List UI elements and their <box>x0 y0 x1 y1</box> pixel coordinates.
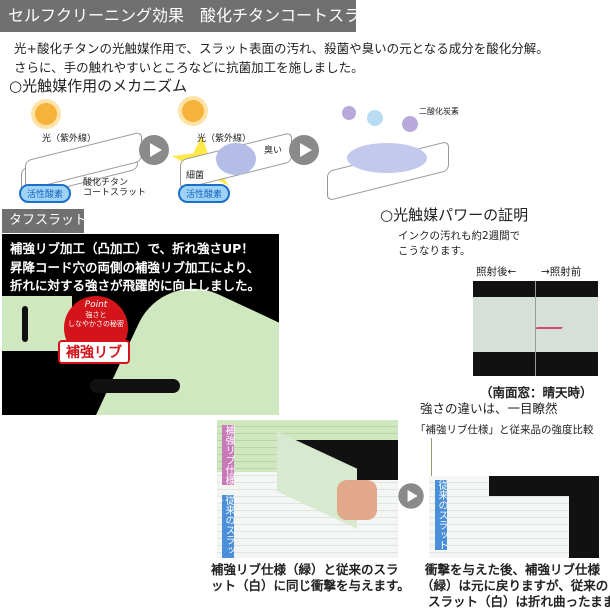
sun-icon <box>182 100 204 122</box>
compare-title: 強さの違いは、一目瞭然 <box>420 401 558 416</box>
ink-test-photo <box>473 281 598 376</box>
active-oxygen-badge: 活性酸素 <box>178 184 231 203</box>
oxygen-character <box>216 143 256 175</box>
point-sub-1: 強さと <box>85 311 107 319</box>
cord-line <box>431 438 432 476</box>
co2-label: 二酸化炭素 <box>419 107 459 116</box>
tough-line-2: 昇降コード穴の両側の補強リブ加工により、 <box>10 260 260 275</box>
mechanism-panel-3: 二酸化炭素 <box>322 98 462 204</box>
next-arrow-icon <box>398 483 424 509</box>
next-arrow-icon <box>139 135 169 165</box>
cord-hole <box>90 379 180 393</box>
mechanism-heading: ○光触媒作用のメカニズム <box>9 77 188 95</box>
mechanism-panel-2: 光（紫外線） 臭い 細菌 活性酸素 <box>172 98 297 204</box>
light-label: 光（紫外線） <box>42 134 97 144</box>
intro-line-1: 光+酸化チタンの光触媒作用で、スラット表面の汚れ、殺菌や臭いの元となる成分を酸化… <box>14 41 549 56</box>
rib-tag: 補強リブ仕様 <box>222 425 234 485</box>
before-label: →照射前 <box>541 266 582 278</box>
intro-line-2: さらに、手の触れやすいところなどに抗菌加工を施しました。 <box>14 60 364 75</box>
tough-line-1: 補強リブ加工（凸加工）で、折れ強さUP！ <box>10 241 254 256</box>
before-impact-photo: 補強リブ仕様 従来のスラット <box>212 420 398 558</box>
tough-line-3: 折れに対する強さが飛躍的に向上しました。 <box>10 278 261 293</box>
rib-label: 補強リブ <box>58 340 130 364</box>
proof-heading: ○光触媒パワーの証明 <box>380 206 529 224</box>
page-title: セルフクリーニング効果 酸化チタンコートスラット <box>0 0 392 32</box>
caption-1-line-1: 補強リブ仕様（緑）と従来のスラ <box>211 562 399 577</box>
co2-bubble <box>402 116 418 132</box>
conventional-tag: 従来のスラット <box>435 480 447 550</box>
active-oxygen-badge: 活性酸素 <box>19 184 72 203</box>
conventional-tag: 従来のスラット <box>212 495 234 558</box>
proof-caption: （南面窓：晴天時） <box>480 385 593 400</box>
compare-subtitle: 「補強リブ仕様」と従来品の強度比較 <box>415 424 594 436</box>
point-label: Point <box>84 300 108 310</box>
co2-bubble <box>367 110 383 126</box>
caption-2-line-1: 衝撃を与えた後、補強リブ仕様 <box>425 562 601 577</box>
cord-hole <box>22 306 28 342</box>
caption-1-line-2: ット（白）に同じ衝撃を与えます。 <box>211 578 410 593</box>
oxygen-character <box>347 143 427 173</box>
hand-image <box>337 480 377 520</box>
bacteria-label: 細菌 <box>186 168 205 181</box>
tough-slat-panel: 補強リブ加工（凸加工）で、折れ強さUP！ 昇降コード穴の両側の補強リブ加工により… <box>2 234 279 415</box>
co2-bubble <box>342 106 356 120</box>
after-label: 照射後← <box>476 266 517 278</box>
proof-line-2: こうなります。 <box>398 245 471 257</box>
point-sub-2: しなやかさの秘密 <box>68 320 124 328</box>
odor-label: 臭い <box>264 146 283 156</box>
light-label: 光（紫外線） <box>197 134 252 144</box>
slat-label: 酸化チタン コートスラット <box>83 178 147 198</box>
mechanism-panel-1: 光（紫外線） 活性酸素 酸化チタン コートスラット <box>15 98 147 204</box>
caption-2-line-3: スラット（白）は折れ曲ったまま。 <box>428 594 610 609</box>
tough-slat-tab: タフスラット <box>2 209 87 233</box>
proof-line-1: インクの汚れも約2週間で <box>398 230 521 242</box>
caption-2-line-2: （緑）は元に戻りますが、従来の <box>421 578 609 593</box>
sun-icon <box>35 103 57 125</box>
after-impact-photo: 従来のスラット <box>429 476 599 558</box>
next-arrow-icon <box>289 135 319 165</box>
